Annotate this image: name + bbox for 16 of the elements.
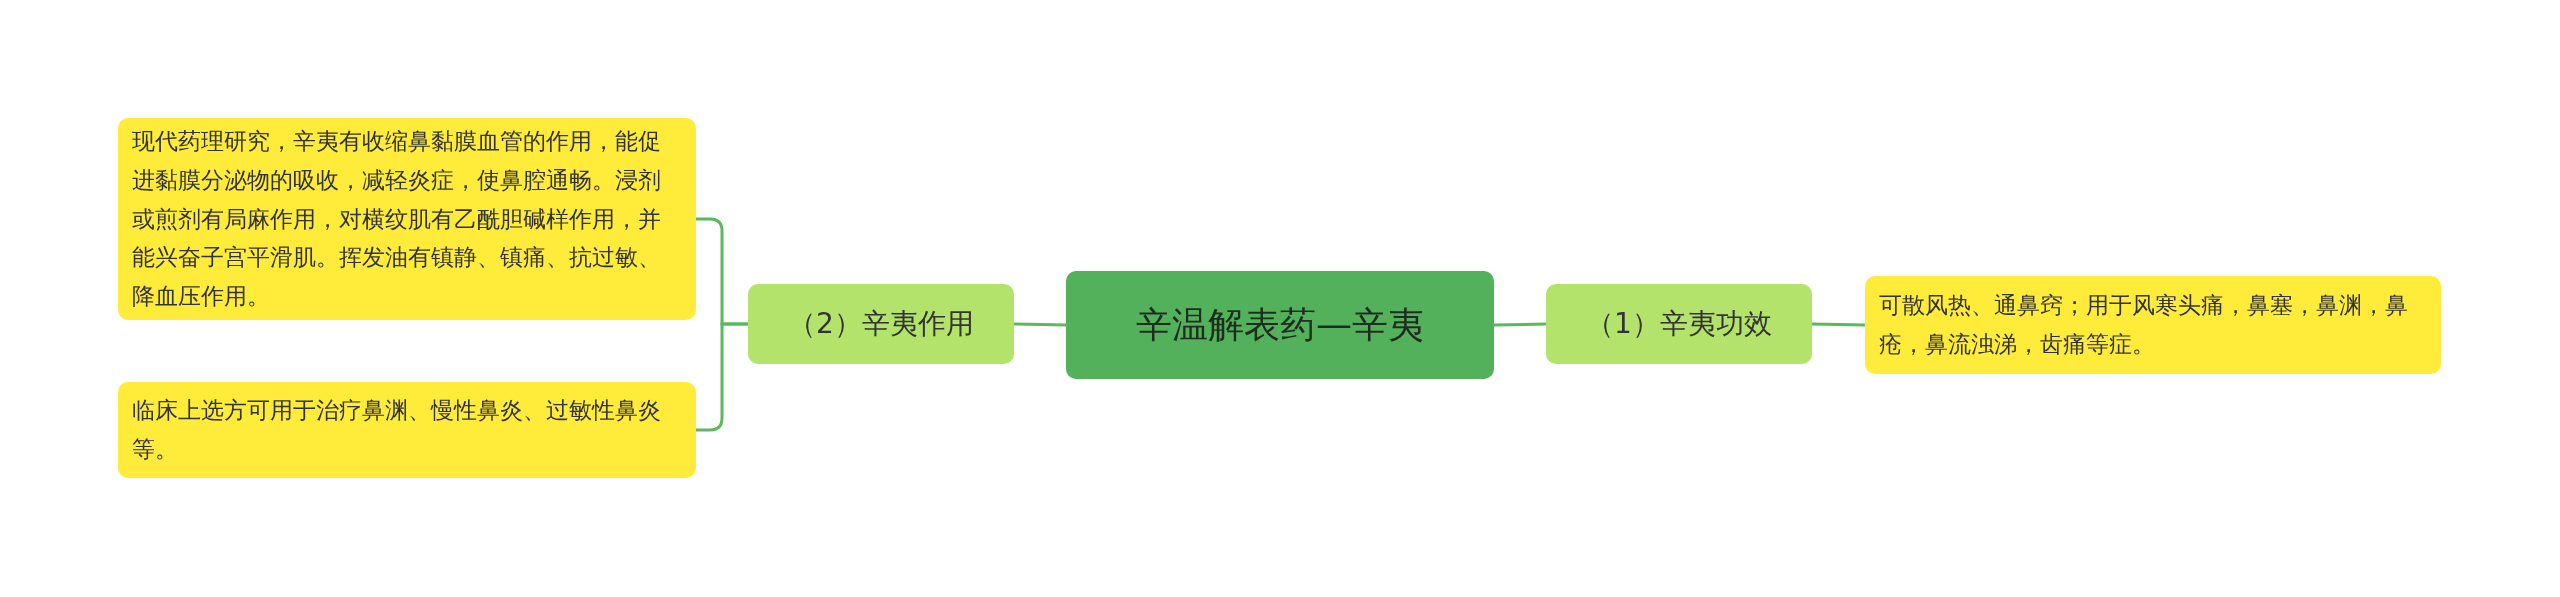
note-text: 临床上选方可用于治疗鼻渊、慢性鼻炎、过敏性鼻炎等。	[132, 396, 662, 464]
note-box	[118, 118, 696, 320]
connector-line	[1493, 322, 1547, 327]
topic-text: 辛温解表药—辛夷	[1136, 303, 1424, 347]
connector-line	[1811, 322, 1866, 327]
note-box	[1865, 276, 2441, 374]
connector-line	[1013, 322, 1067, 327]
branch-topic-box	[748, 284, 1014, 364]
topic-text: （2）辛夷作用	[788, 307, 974, 341]
note-text: 现代药理研究，辛夷有收缩鼻黏膜血管的作用，能促进黏膜分泌物的吸收，减轻炎症，使鼻腔通畅。浸剂或煎剂有局麻作用，对横纹肌有乙酰胆碱样作用，并能兴奋子宫平滑肌。挥发油有镇静、镇痛、抗过敏、降血压作用。	[132, 127, 662, 312]
topic-text: （1）辛夷功效	[1586, 307, 1772, 341]
connector-line	[696, 322, 748, 432]
root-topic-box	[1066, 271, 1494, 379]
note-box	[118, 382, 696, 478]
branch-topic-box	[1546, 284, 1812, 364]
note-text: 可散风热、通鼻窍；用于风寒头痛，鼻塞，鼻渊，鼻疮，鼻流浊涕，齿痛等症。	[1879, 291, 2409, 359]
